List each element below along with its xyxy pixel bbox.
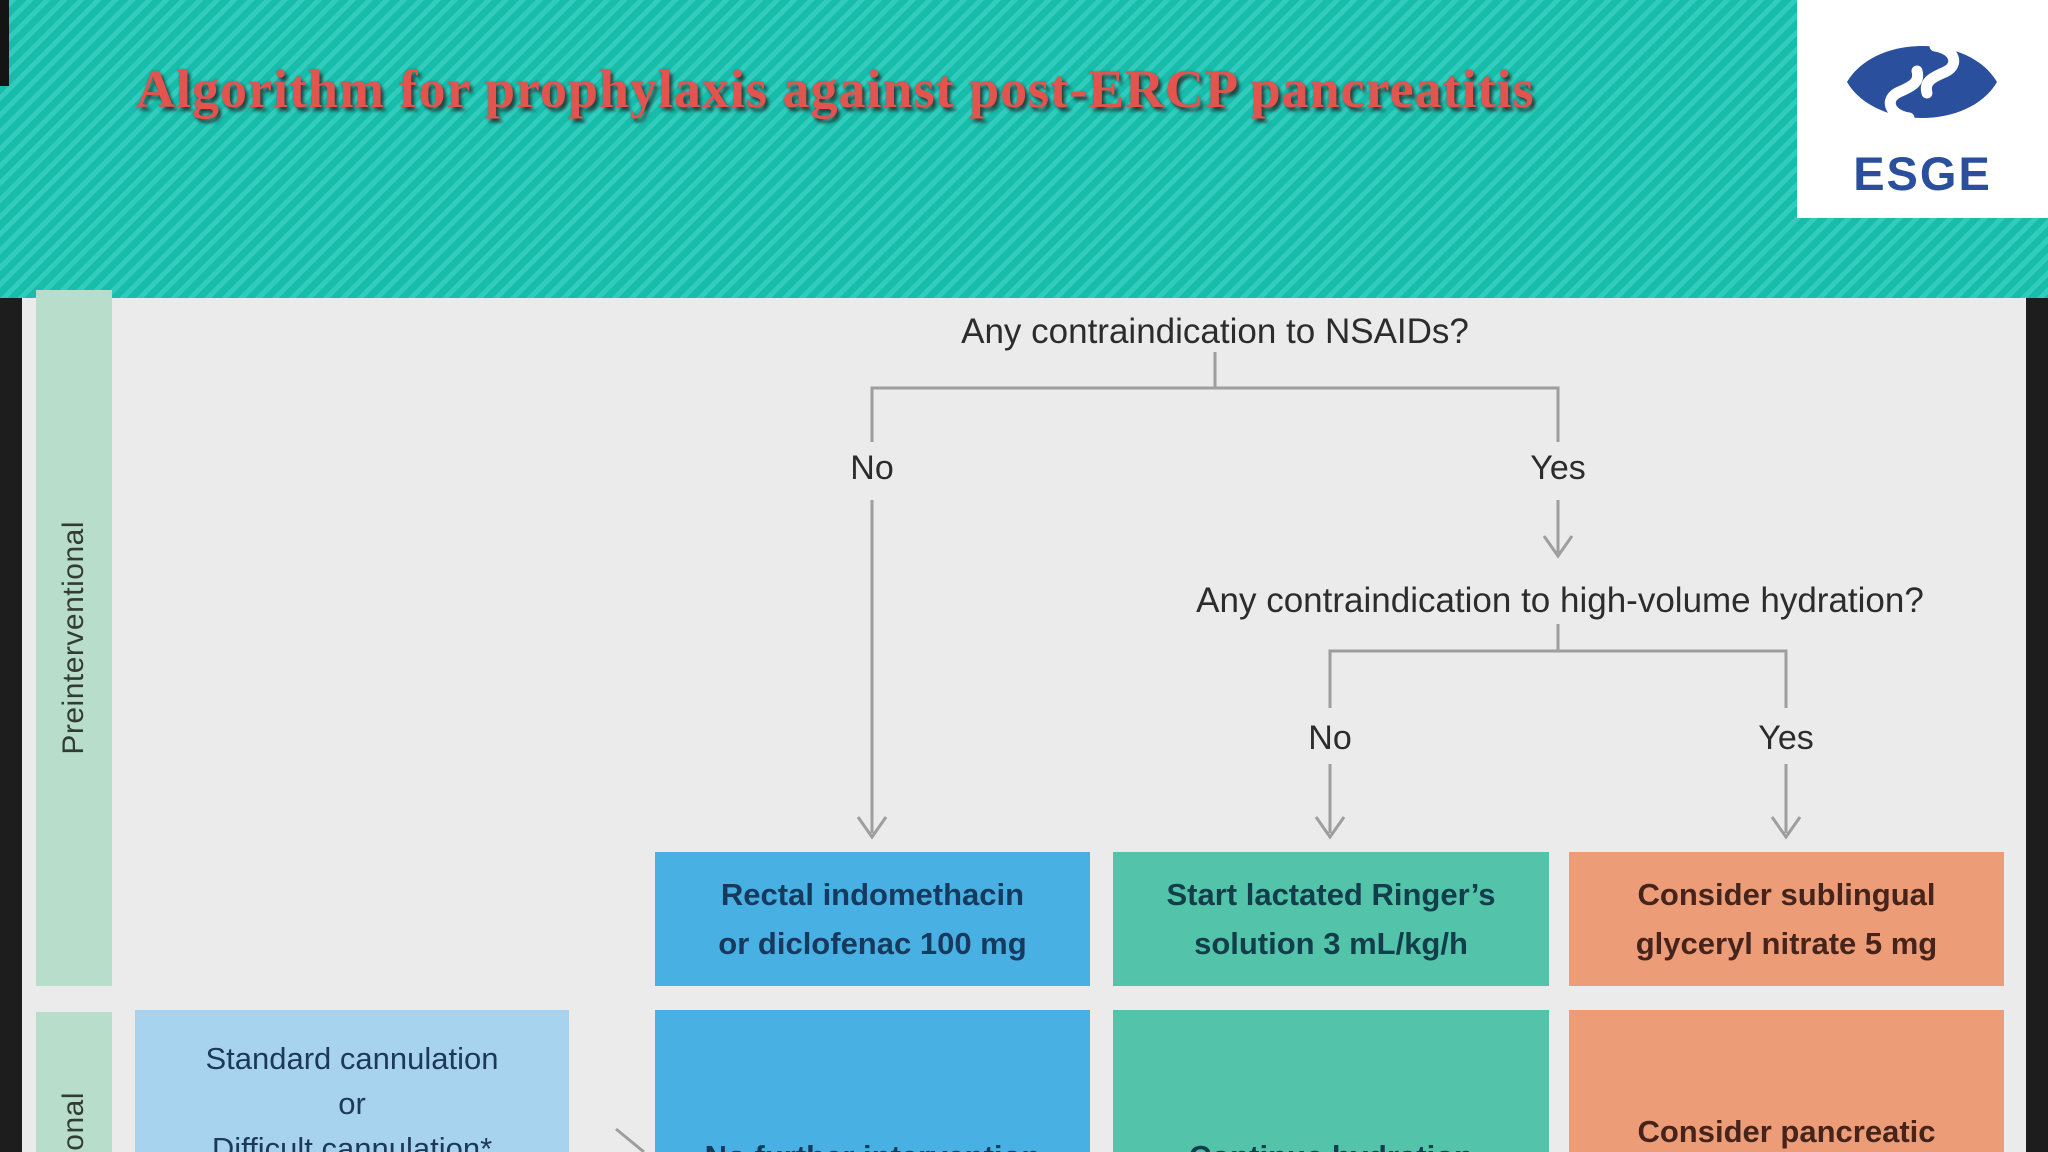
slide-title: Algorithm for prophylaxis against post-E… [136, 59, 1535, 119]
letterbox-left [0, 298, 22, 1152]
letterbox-corner [0, 0, 9, 86]
branch1-yes-label: Yes [1530, 449, 1586, 487]
box-no-further-intervention: No further intervention [655, 1010, 1090, 1152]
box-text-line: Rectal indomethacin [720, 877, 1025, 912]
question-nsaids: Any contraindication to NSAIDs? [961, 312, 1469, 351]
branch2-yes-arrowhead [1770, 816, 1802, 840]
box-text-line: Consider pancreatic [1637, 1114, 1936, 1149]
section-label-preinterventional: Preinterventional [36, 290, 112, 986]
branch1-line [870, 386, 1560, 442]
esge-logo-text: ESGE [1853, 147, 1992, 200]
esge-eye-icon [1847, 40, 1997, 124]
header-banner: Algorithm for prophylaxis against post-E… [0, 0, 2048, 298]
box-text-line: Continue hydration [1189, 1132, 1473, 1152]
branch2-yes-label: Yes [1758, 719, 1814, 757]
box-pancreatic-stent: Consider pancreatic [1569, 1010, 2004, 1152]
box-continue-hydration: Continue hydration [1113, 1010, 1549, 1152]
letterbox-right [2026, 298, 2048, 1152]
box-text-line: Standard cannulation [205, 1041, 499, 1076]
box-cannulation: Standard cannulation or Difficult cannul… [135, 1010, 569, 1152]
box-glyceryl-nitrate: Consider sublingual glyceryl nitrate 5 m… [1569, 852, 2004, 986]
cannulation-arrow-segment [615, 1127, 645, 1152]
branch2-no-arrowhead [1314, 816, 1346, 840]
box-lactated-ringers: Start lactated Ringer’s solution 3 mL/kg… [1113, 852, 1549, 986]
branch1-yes-arrowhead [1542, 535, 1574, 559]
section-label-interventional: Interventional [36, 1012, 112, 1152]
esge-logo: ESGE [1797, 0, 2048, 218]
box-text-line: or [338, 1086, 366, 1121]
box-text-line: Consider sublingual [1637, 877, 1936, 912]
branch1-no-arrowhead [856, 816, 888, 840]
branch2-line [1328, 649, 1788, 708]
box-text-line: Difficult cannulation* [211, 1131, 493, 1152]
box-text-line: or diclofenac 100 mg [718, 926, 1027, 961]
branch2-no-label: No [1308, 719, 1352, 757]
box-text-line: solution 3 mL/kg/h [1194, 926, 1468, 961]
box-rectal-indomethacin: Rectal indomethacin or diclofenac 100 mg [655, 852, 1090, 986]
branch1-no-label: No [850, 449, 894, 487]
question-hydration: Any contraindication to high-volume hydr… [1196, 581, 1924, 620]
box-text-line: Start lactated Ringer’s [1166, 877, 1496, 912]
box-text-line: No further intervention [705, 1132, 1041, 1152]
box-text-line: glyceryl nitrate 5 mg [1635, 926, 1938, 961]
